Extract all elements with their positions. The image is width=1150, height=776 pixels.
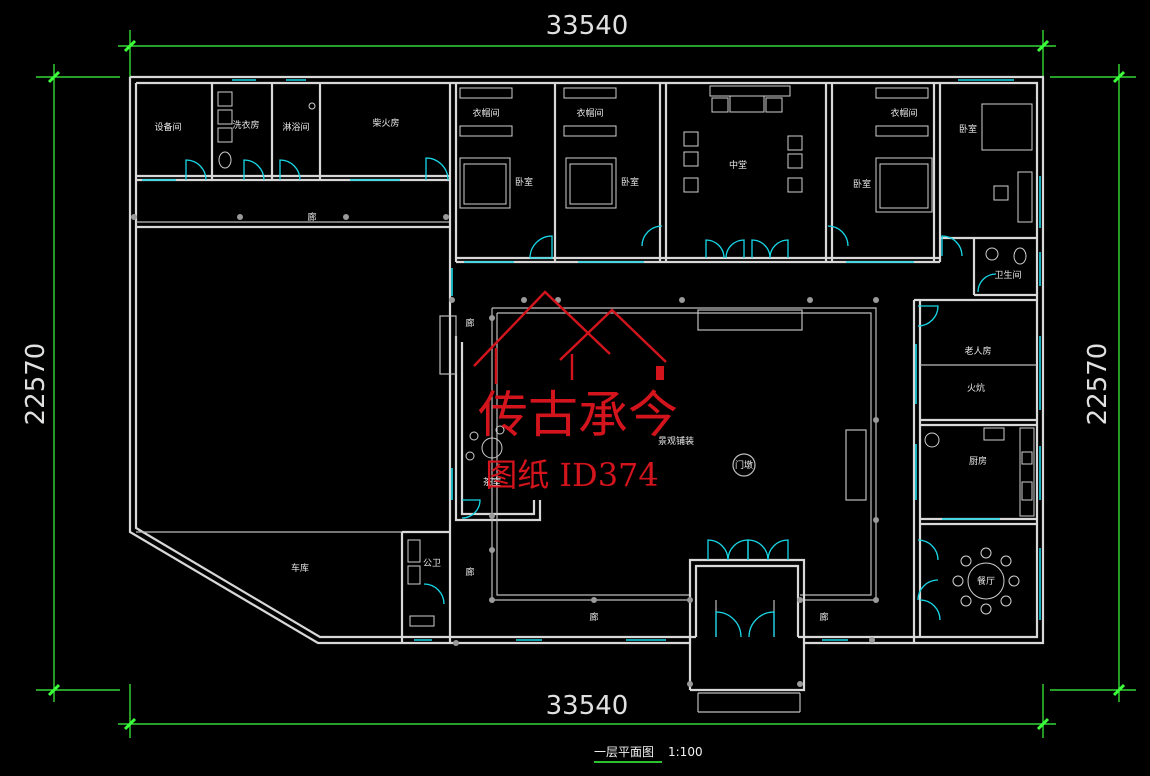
room-label-public-wc: 公卫 bbox=[423, 558, 441, 569]
drawing-title: 一层平面图 1:100 bbox=[594, 745, 703, 763]
room-label-closet-2: 衣帽间 bbox=[576, 107, 603, 119]
room-labels: 设备间 洗衣房 淋浴间 柴火房 廊 衣帽间 衣帽间 衣帽间 卧室 卧室 中堂 卧… bbox=[154, 107, 1021, 623]
dimension-top: 33540 bbox=[546, 11, 629, 41]
dimension-left: 22570 bbox=[21, 343, 51, 426]
room-label-corridor-bottom-2: 廊 bbox=[819, 611, 828, 623]
doors bbox=[185, 157, 997, 638]
watermark: 传古承今 图纸 ID374 bbox=[473, 290, 678, 494]
watermark-brand: 传古承今 bbox=[478, 386, 678, 444]
room-label-garage: 车库 bbox=[291, 562, 309, 574]
drawing-title-scale: 1:100 bbox=[668, 745, 703, 759]
room-label-storage: 设备间 bbox=[154, 121, 181, 133]
interior-walls bbox=[136, 83, 1037, 643]
room-label-kang: 火炕 bbox=[967, 382, 985, 394]
exterior-walls bbox=[128, 75, 1045, 713]
room-label-bathroom: 卫生间 bbox=[994, 269, 1021, 281]
room-label-corridor-top: 廊 bbox=[307, 211, 316, 223]
room-label-laundry: 洗衣房 bbox=[232, 119, 259, 131]
room-label-door-sill: 门墩 bbox=[735, 459, 753, 471]
column-nodes bbox=[131, 214, 879, 687]
dimension-right: 22570 bbox=[1083, 343, 1113, 426]
room-label-courtyard: 景观铺装 bbox=[658, 435, 694, 447]
furniture bbox=[217, 85, 1035, 627]
drawing-title-name: 一层平面图 bbox=[594, 745, 654, 759]
dimension-lines bbox=[36, 30, 1136, 738]
room-label-dining: 餐厅 bbox=[977, 575, 995, 587]
room-label-bedroom-4: 卧室 bbox=[959, 123, 977, 135]
room-label-corridor-left-2: 廊 bbox=[465, 566, 474, 578]
windows bbox=[142, 79, 1041, 641]
room-label-kitchen: 厨房 bbox=[969, 455, 987, 467]
room-label-fire-room: 柴火房 bbox=[372, 117, 399, 129]
room-label-bath-room: 淋浴间 bbox=[282, 121, 309, 133]
room-label-bedroom-3: 卧室 bbox=[853, 178, 871, 190]
room-label-bedroom-1: 卧室 bbox=[515, 176, 533, 188]
room-label-corridor-bottom-1: 廊 bbox=[589, 611, 598, 623]
room-label-corridor-left-1: 廊 bbox=[465, 317, 474, 329]
room-label-closet-1: 衣帽间 bbox=[472, 107, 499, 119]
watermark-id: 图纸 ID374 bbox=[485, 456, 659, 494]
dimension-bottom: 33540 bbox=[546, 691, 629, 721]
room-label-closet-3: 衣帽间 bbox=[890, 107, 917, 119]
room-label-elder-room: 老人房 bbox=[964, 345, 991, 357]
room-label-hall: 中堂 bbox=[729, 159, 747, 171]
room-label-tea: 茶室 bbox=[483, 476, 501, 488]
room-label-bedroom-2: 卧室 bbox=[621, 176, 639, 188]
